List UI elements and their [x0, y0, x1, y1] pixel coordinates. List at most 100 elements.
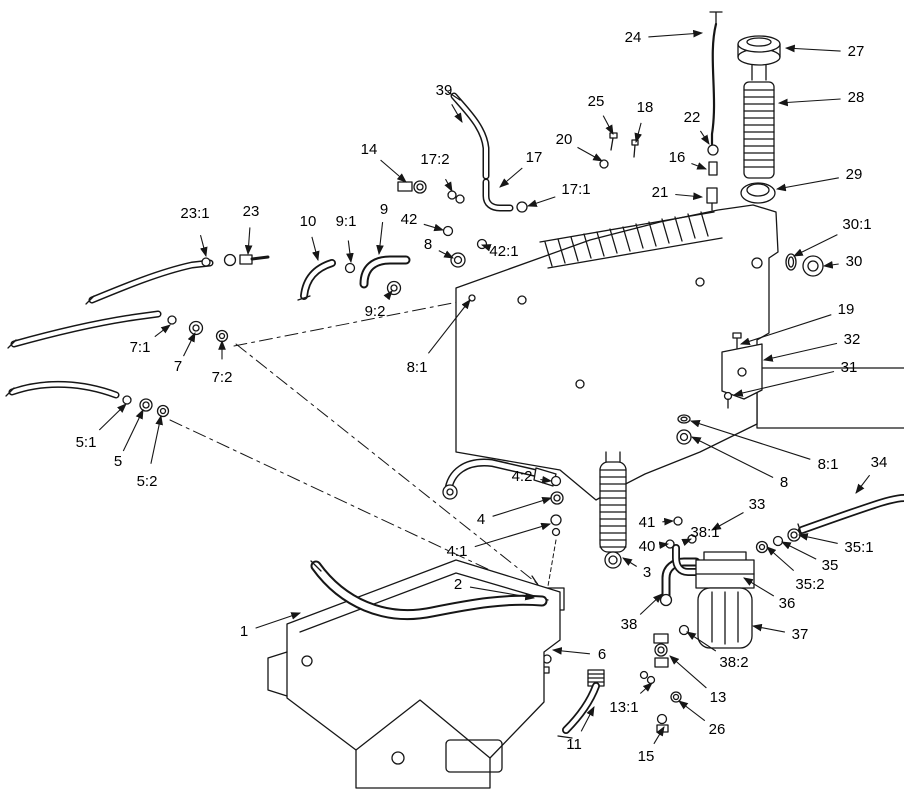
callout-6: 6 [597, 645, 607, 663]
frame-rail [756, 367, 904, 429]
leader-line-17-1 [526, 196, 556, 207]
leader-line-9 [376, 222, 384, 256]
leader-line-5-2 [150, 414, 163, 464]
leader-line-42 [423, 223, 445, 232]
callout-10: 10 [299, 212, 317, 230]
leader-line-35 [781, 541, 817, 560]
leader-line-31 [732, 370, 835, 397]
leader-line-17-2 [444, 178, 453, 192]
callout-36: 36 [778, 594, 796, 612]
leader-line-8-1 [689, 420, 811, 460]
callout-33: 33 [748, 495, 766, 513]
leader-line-23 [244, 227, 253, 256]
callout-38: 38 [620, 615, 638, 633]
leader-line-18 [634, 122, 642, 144]
leader-line-27 [784, 44, 841, 53]
callout-8: 8 [779, 473, 789, 491]
tank-top-screws [599, 132, 639, 169]
callout-4: 4 [476, 510, 486, 528]
callout-21: 21 [651, 183, 669, 201]
callout-30-1: 30:1 [842, 215, 872, 233]
callout-4-1: 4:1 [446, 542, 468, 560]
lower-hose-11 [557, 669, 605, 739]
leader-line-7 [183, 332, 196, 357]
filler-neck-and-cap [737, 35, 781, 204]
leader-line-30-1 [793, 234, 838, 257]
leader-line-16 [691, 162, 708, 170]
leader-line-5 [122, 409, 144, 452]
leader-line-36 [743, 577, 775, 597]
callout-28: 28 [847, 88, 865, 106]
callout-42-1: 42:1 [489, 242, 519, 260]
leader-line-33 [711, 512, 744, 531]
callout-13-1: 13:1 [609, 698, 639, 716]
leader-line-13-1 [639, 682, 653, 694]
leader-line-11 [580, 706, 595, 732]
callout-17-2: 17:2 [420, 150, 450, 168]
leader-line-40 [658, 541, 670, 550]
leader-line-19 [739, 314, 832, 345]
leader-line-9-2 [383, 290, 393, 301]
callout-7-1: 7:1 [129, 338, 151, 356]
callout-23-1: 23:1 [180, 204, 210, 222]
leader-line-23-1 [199, 234, 208, 258]
leader-line-17 [499, 167, 523, 188]
callout-9-2: 9:2 [364, 302, 386, 320]
hose-group-7 [7, 310, 229, 349]
leader-line-8 [438, 250, 454, 259]
callout-35: 35 [821, 556, 839, 574]
leader-line-35-2 [766, 546, 795, 572]
frame-hose [310, 560, 548, 621]
leader-line-26 [678, 700, 706, 722]
callout-23: 23 [242, 202, 260, 220]
callout-29: 29 [845, 165, 863, 183]
callout-8-1: 8:1 [817, 455, 839, 473]
leader-line-15 [653, 726, 665, 745]
callout-41: 41 [638, 513, 656, 531]
static-art [5, 11, 904, 789]
callout-4-2: 4:2 [511, 467, 533, 485]
leader-line-4 [492, 496, 553, 517]
callout-42: 42 [400, 210, 418, 228]
side-plug [785, 253, 824, 277]
fitting-group-35 [755, 494, 904, 554]
sump-fitting [676, 414, 692, 445]
callout-20: 20 [555, 130, 573, 148]
elbow-9-group [297, 225, 488, 302]
hose-group-5 [5, 380, 170, 418]
callout-38-2: 38:2 [719, 653, 749, 671]
leader-line-38 [639, 593, 663, 615]
callout-16: 16 [668, 148, 686, 166]
leader-line-20 [577, 146, 603, 162]
callout-27: 27 [847, 42, 865, 60]
callout-32: 32 [843, 330, 861, 348]
callout-18: 18 [636, 98, 654, 116]
fitting-column-13 [639, 633, 682, 733]
callout-39: 39 [435, 81, 453, 99]
callout-11: 11 [566, 735, 582, 753]
elbow-38-group [659, 516, 701, 636]
leader-line-37 [751, 623, 786, 633]
callout-8: 8 [423, 235, 433, 253]
callout-34: 34 [870, 453, 888, 471]
leader-line-29 [775, 177, 839, 192]
leader-lines [98, 29, 871, 745]
callout-8-1: 8:1 [406, 358, 428, 376]
callout-35-2: 35:2 [795, 575, 825, 593]
leader-line-1 [255, 612, 302, 629]
callout-17: 17 [525, 148, 543, 166]
callout-9-1: 9:1 [335, 212, 357, 230]
leader-line-13 [669, 655, 707, 689]
leader-line-39 [451, 104, 463, 123]
cooling-fins [544, 211, 709, 267]
leader-line-5-1 [98, 403, 127, 431]
leader-line-41 [662, 517, 675, 526]
leader-line-30 [822, 260, 839, 269]
leader-line-25 [602, 115, 614, 135]
leader-line-2 [469, 586, 536, 601]
callout-14: 14 [360, 140, 378, 158]
callout-19: 19 [837, 300, 855, 318]
callout-24: 24 [624, 28, 642, 46]
